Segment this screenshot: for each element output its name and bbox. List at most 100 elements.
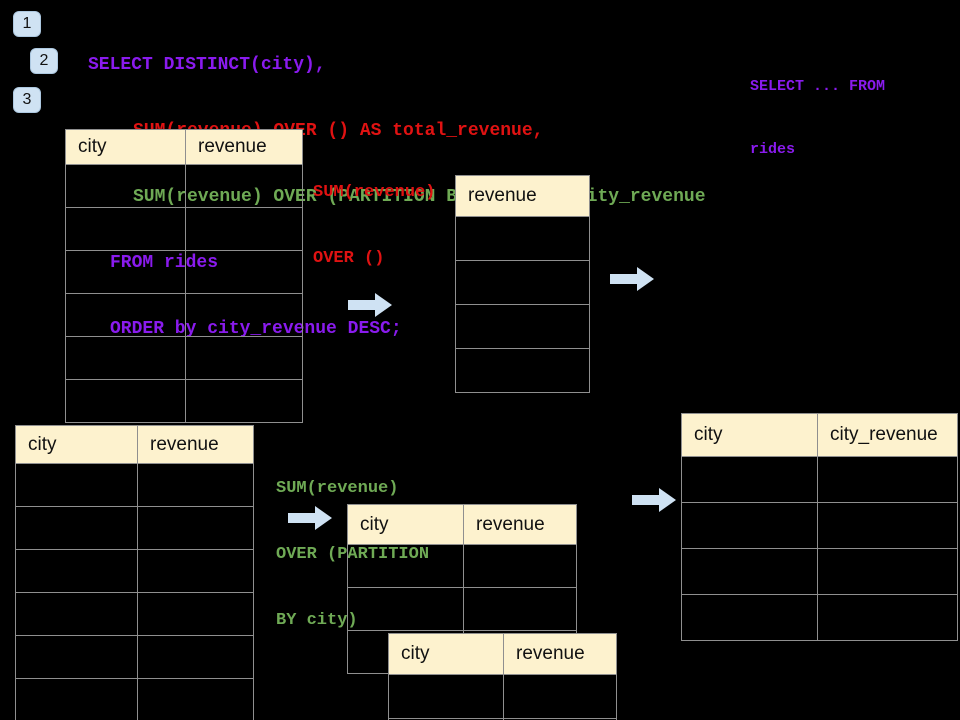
empty-cell <box>817 594 958 641</box>
side-note-line2: rides <box>750 141 796 158</box>
annotation-total-revenue: SUM(revenue) OVER () <box>313 138 435 314</box>
column-header-city: city <box>65 129 186 165</box>
table-row <box>455 304 590 349</box>
empty-cell <box>137 678 254 720</box>
empty-cell <box>455 304 590 349</box>
empty-cell <box>137 506 254 550</box>
table-row <box>65 207 303 251</box>
empty-cell <box>503 718 617 720</box>
table-row <box>15 592 254 636</box>
header-row: city city_revenue <box>681 413 958 457</box>
table-row <box>15 463 254 507</box>
column-header-revenue: revenue <box>463 504 577 545</box>
column-header-city-revenue: city_revenue <box>817 413 958 457</box>
side-note-select-from: SELECT ... FROM rides <box>750 34 885 202</box>
header-row: city revenue <box>15 425 254 464</box>
empty-cell <box>455 348 590 393</box>
empty-cell <box>347 544 464 588</box>
column-header-revenue: revenue <box>503 633 617 675</box>
table-source-top: city revenue <box>65 129 303 423</box>
empty-cell <box>137 549 254 593</box>
table-row <box>65 293 303 337</box>
empty-cell <box>185 293 303 337</box>
empty-cell <box>15 463 138 507</box>
empty-cell <box>185 250 303 294</box>
empty-cell <box>15 635 138 679</box>
table-row <box>347 587 577 631</box>
table-row <box>455 260 590 305</box>
step-badge-2: 2 <box>30 48 58 74</box>
empty-cell <box>185 336 303 380</box>
header-row: revenue <box>455 175 590 217</box>
empty-cell <box>65 379 186 423</box>
annotation-partition-line1: SUM(revenue) <box>276 479 399 498</box>
table-row <box>455 216 590 261</box>
table-row <box>681 594 958 641</box>
column-header-revenue: revenue <box>137 425 254 464</box>
table-row <box>388 718 617 720</box>
empty-cell <box>681 548 818 595</box>
flow-arrow-right-icon <box>610 267 654 291</box>
table-row <box>65 379 303 423</box>
empty-cell <box>137 463 254 507</box>
empty-cell <box>185 164 303 208</box>
table-row <box>65 164 303 208</box>
empty-cell <box>463 587 577 631</box>
empty-cell <box>681 594 818 641</box>
table-row <box>15 549 254 593</box>
column-header-revenue: revenue <box>455 175 590 217</box>
flow-arrow-right-icon <box>632 488 676 512</box>
column-header-city: city <box>681 413 818 457</box>
table-row <box>15 506 254 550</box>
empty-cell <box>137 592 254 636</box>
flow-arrow-right-icon <box>348 293 392 317</box>
empty-cell <box>503 674 617 719</box>
table-source-bottom: city revenue <box>15 425 254 720</box>
empty-cell <box>185 379 303 423</box>
column-header-city: city <box>347 504 464 545</box>
table-row <box>65 336 303 380</box>
empty-cell <box>817 548 958 595</box>
table-row <box>681 456 958 503</box>
table-partition-overlap: city revenue <box>388 633 617 720</box>
side-note-line1: SELECT ... FROM <box>750 78 886 95</box>
empty-cell <box>65 207 186 251</box>
table-city-revenue-result: city city_revenue <box>681 413 958 641</box>
table-row <box>65 250 303 294</box>
empty-cell <box>15 506 138 550</box>
flow-arrow-right-icon <box>288 506 332 530</box>
empty-cell <box>817 502 958 549</box>
table-row <box>388 674 617 719</box>
empty-cell <box>65 293 186 337</box>
empty-cell <box>681 502 818 549</box>
column-header-city: city <box>15 425 138 464</box>
column-header-revenue: revenue <box>185 129 303 165</box>
table-row <box>15 635 254 679</box>
step-badge-3: 3 <box>13 87 41 113</box>
empty-cell <box>455 260 590 305</box>
empty-cell <box>15 592 138 636</box>
empty-cell <box>15 678 138 720</box>
annotation-total-line1: SUM(revenue) <box>313 183 436 202</box>
empty-cell <box>681 456 818 503</box>
empty-cell <box>65 250 186 294</box>
empty-cell <box>388 674 504 719</box>
empty-cell <box>347 587 464 631</box>
annotation-partition-line3: BY city) <box>276 611 358 630</box>
table-row <box>681 502 958 549</box>
empty-cell <box>817 456 958 503</box>
table-row <box>455 348 590 393</box>
empty-cell <box>65 336 186 380</box>
sql-line-select: SELECT DISTINCT(city), <box>88 55 326 75</box>
table-row <box>681 548 958 595</box>
table-total-revenue-result: revenue <box>455 175 590 393</box>
header-row: city revenue <box>65 129 303 165</box>
header-row: city revenue <box>388 633 617 675</box>
empty-cell <box>455 216 590 261</box>
table-row <box>15 678 254 720</box>
header-row: city revenue <box>347 504 577 545</box>
empty-cell <box>65 164 186 208</box>
annotation-total-line2: OVER () <box>313 249 385 268</box>
step-badge-1: 1 <box>13 11 41 37</box>
